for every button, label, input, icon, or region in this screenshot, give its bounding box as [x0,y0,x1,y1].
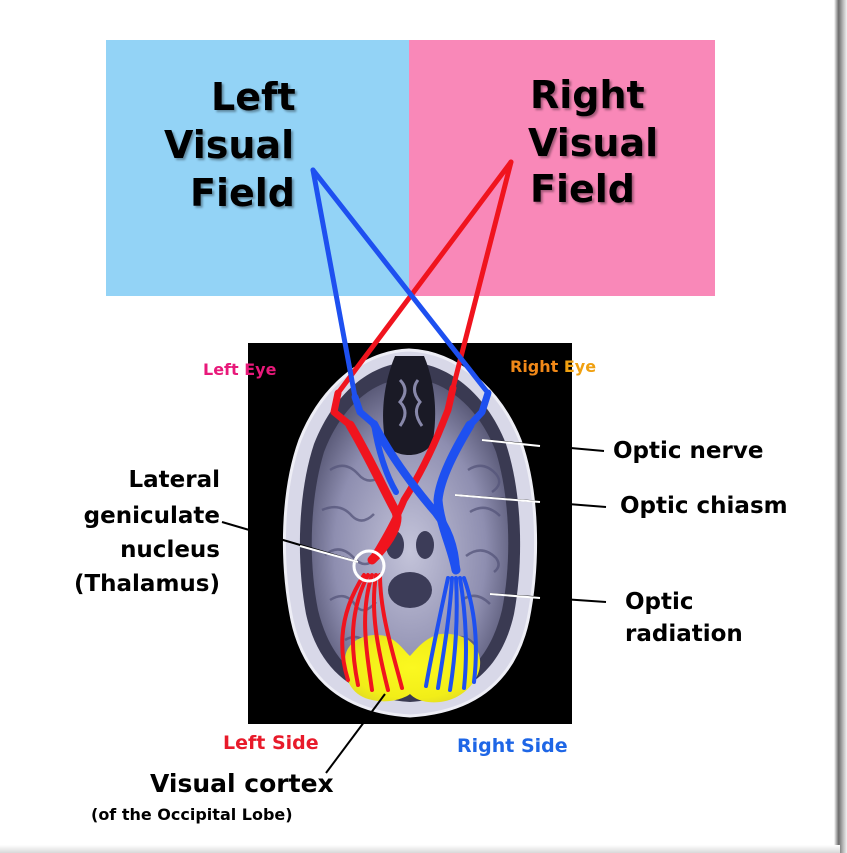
lgn-label-line3: nucleus [90,537,220,563]
left-side-label: Left Side [223,732,319,754]
page-frame-bottom [0,845,840,853]
lgn-label-line1: Lateral [108,467,220,493]
midbrain [388,572,432,608]
visual-cortex-label: Visual cortex [150,769,334,798]
optic-radiation-line2: radiation [625,621,743,647]
lgn-label-line4: (Thalamus) [28,571,220,597]
right-eye-word1: Right [510,357,558,376]
left-eye-word1: Left [203,360,239,379]
right-side-label: Right Side [457,735,568,757]
frontal-region [383,356,435,455]
optic-chiasm-label: Optic chiasm [620,493,788,519]
visual-cortex-sublabel: (of the Occipital Lobe) [91,805,293,824]
left-eye-word2: Eye [244,360,276,379]
page-frame-shadow [834,0,847,853]
optic-radiation-line1: Optic [625,589,694,615]
right-eye-label: Right Eye [510,357,596,376]
optic-nerve-label: Optic nerve [613,438,763,464]
right-eye-word2: Eye [564,357,596,376]
lgn-label-line2: geniculate [70,503,220,529]
left-eye-label: Left Eye [203,360,276,379]
